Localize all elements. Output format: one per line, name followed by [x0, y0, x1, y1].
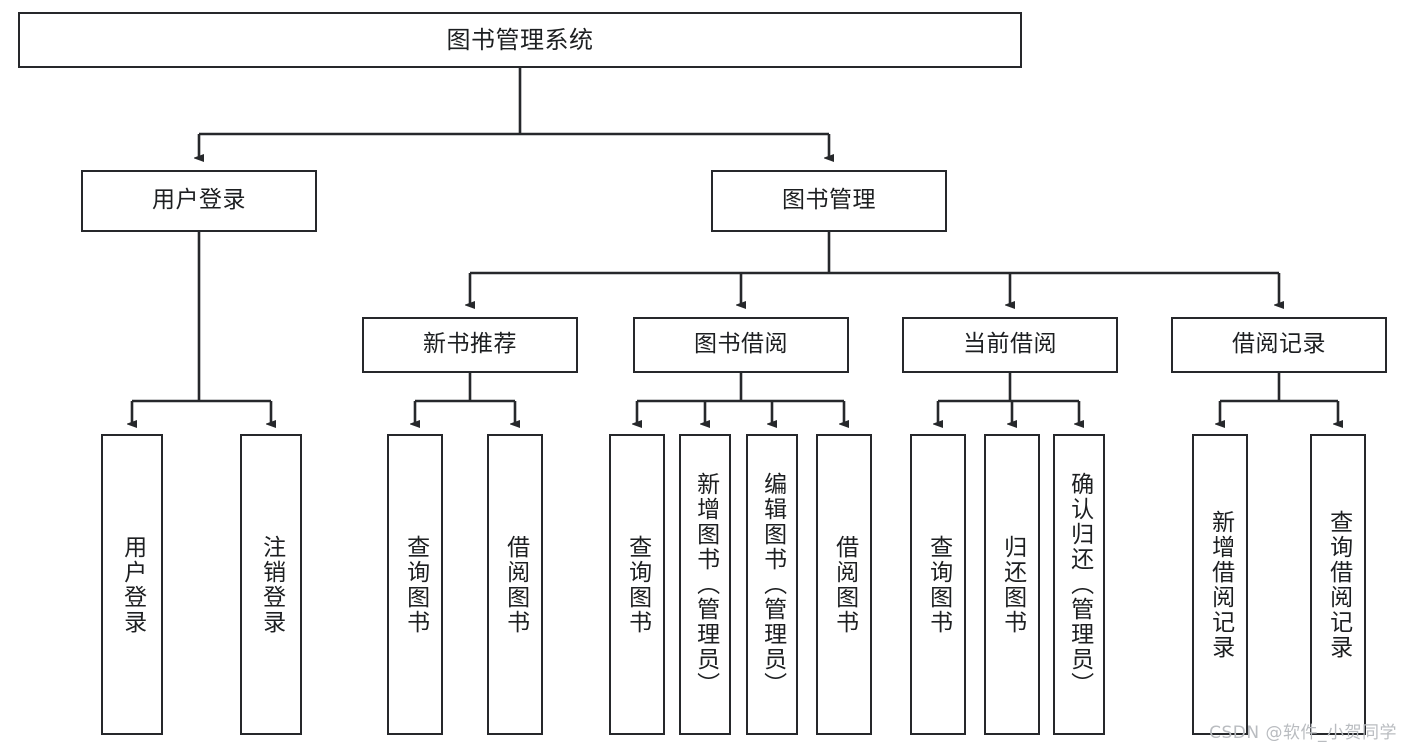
leaf-edit-book-admin[interactable]: 编辑图书（管理员）: [746, 434, 798, 735]
node-label: 注销登录: [258, 534, 285, 635]
node-label: 图书管理: [782, 187, 876, 214]
node-label: 用户登录: [119, 534, 146, 635]
node-label: 查询借阅记录: [1325, 509, 1352, 660]
node-label: 归还图书: [999, 534, 1026, 635]
leaf-query-book-borrow[interactable]: 查询图书: [609, 434, 665, 735]
node-label: 新书推荐: [423, 331, 517, 358]
node-label: 图书借阅: [694, 331, 788, 358]
leaf-add-borrow-record[interactable]: 新增借阅记录: [1192, 434, 1248, 735]
node-label: 当前借阅: [963, 331, 1057, 358]
leaf-logout[interactable]: 注销登录: [240, 434, 302, 735]
leaf-query-book-newbook[interactable]: 查询图书: [387, 434, 443, 735]
watermark: CSDN @软件_小贺同学: [1209, 723, 1397, 743]
node-label: 查询图书: [624, 534, 651, 635]
leaf-query-book-current[interactable]: 查询图书: [910, 434, 966, 735]
leaf-borrow-book[interactable]: 借阅图书: [816, 434, 872, 735]
node-label: 图书管理系统: [446, 25, 594, 54]
leaf-borrow-book-newbook[interactable]: 借阅图书: [487, 434, 543, 735]
node-label: 新增图书（管理员）: [692, 472, 719, 697]
leaf-query-borrow-record[interactable]: 查询借阅记录: [1310, 434, 1366, 735]
node-label: 用户登录: [152, 187, 246, 214]
node-label: 编辑图书（管理员）: [759, 472, 786, 697]
node-label: 借阅记录: [1232, 331, 1326, 358]
node-book-management[interactable]: 图书管理: [711, 170, 947, 232]
node-book-borrow[interactable]: 图书借阅: [633, 317, 849, 373]
node-current-borrow[interactable]: 当前借阅: [902, 317, 1118, 373]
node-label: 借阅图书: [831, 534, 858, 635]
node-borrow-records[interactable]: 借阅记录: [1171, 317, 1387, 373]
node-label: 借阅图书: [502, 534, 529, 635]
node-label: 查询图书: [402, 534, 429, 635]
leaf-user-login[interactable]: 用户登录: [101, 434, 163, 735]
node-label: 查询图书: [925, 534, 952, 635]
leaf-confirm-return-admin[interactable]: 确认归还（管理员）: [1053, 434, 1105, 735]
leaf-add-book-admin[interactable]: 新增图书（管理员）: [679, 434, 731, 735]
node-book-management-system[interactable]: 图书管理系统: [18, 12, 1022, 68]
leaf-return-book[interactable]: 归还图书: [984, 434, 1040, 735]
node-user-login[interactable]: 用户登录: [81, 170, 317, 232]
node-label: 新增借阅记录: [1207, 509, 1234, 660]
node-new-book-recommend[interactable]: 新书推荐: [362, 317, 578, 373]
node-label: 确认归还（管理员）: [1066, 472, 1093, 697]
